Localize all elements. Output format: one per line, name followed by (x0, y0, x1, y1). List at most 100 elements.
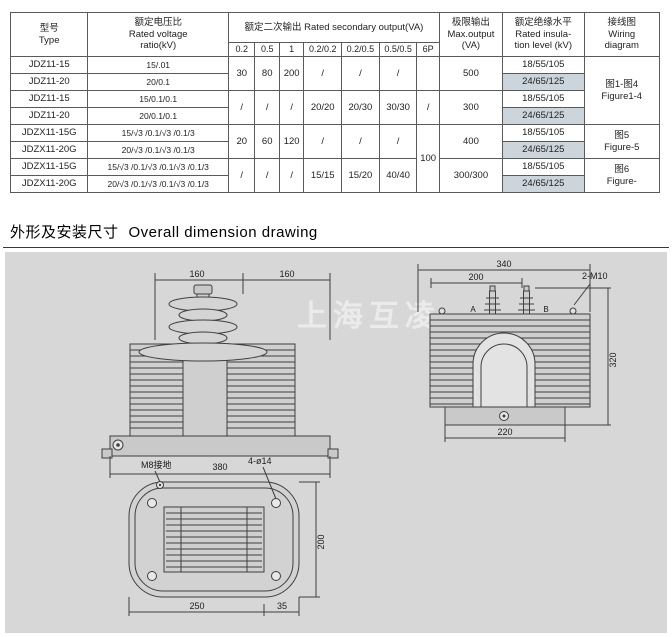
cell-insulation: 24/65/125 (502, 107, 585, 125)
cell-output-0202: 20/20 (303, 90, 343, 125)
side-dim-200: 200 (468, 272, 483, 282)
cell-output-0202: 15/15 (303, 158, 343, 193)
cell-type: JDZX11-20G (9, 175, 89, 193)
section-title-en: Overall dimension drawing (128, 224, 318, 241)
cell-insulation: 18/55/105 (502, 124, 585, 142)
cell-ratio: 20/0.1/0.1 (87, 107, 229, 125)
cell-output-02: 20 (227, 124, 256, 159)
cell-output-02: 30 (227, 56, 256, 91)
header-sub-0202: 0.2/0.2 (303, 42, 343, 57)
cell-output-0202: / (303, 124, 343, 159)
dimension-drawing-panel: 上海互凌 (5, 252, 667, 633)
table-row: JDZX11-20G 20/√3 /0.1/√3 /0.1/3 24/65/12… (9, 141, 660, 159)
cell-type: JDZX11-15G (9, 158, 89, 176)
cell-insulation: 24/65/125 (502, 141, 585, 159)
header-sub-1: 1 (278, 42, 305, 57)
cell-type: JDZ11-20 (9, 107, 89, 125)
cell-output-0205: / (341, 56, 380, 91)
cell-output-1: 200 (278, 56, 305, 91)
plan-view: M8接地 4-ø14 200 250 35 (128, 456, 326, 616)
cell-wiring: 图6 Figure- (583, 158, 661, 193)
cell-output-05: 60 (254, 124, 280, 159)
cell-output-0205: 20/30 (341, 90, 380, 125)
cell-type: JDZX11-20G (9, 141, 89, 159)
side-dim-320: 320 (608, 352, 618, 367)
cell-output-0205: 15/20 (341, 158, 380, 193)
side-view: 340 200 2-M10 A B 320 220 (417, 259, 618, 442)
table-row: JDZX11-15G 15/√3 /0.1/√3 /0.1/3 20 60 12… (9, 124, 661, 193)
table-row: JDZ11-15 15/.01 30 80 200 / / / 500 18/5… (9, 56, 661, 125)
table-row: JDZ11-15 15/0.1/0.1 / / / 20/20 20/30 30… (9, 90, 660, 125)
header-sub-05: 0.5 (254, 42, 280, 57)
front-view: 160 160 380 (101, 269, 339, 478)
cell-output-05: / (254, 90, 280, 125)
front-dim-380: 380 (212, 462, 227, 472)
cell-type: JDZ11-15 (9, 56, 89, 74)
cell-output-02: / (227, 90, 256, 125)
cell-output-0505: / (378, 124, 418, 159)
cell-insulation: 18/55/105 (502, 90, 585, 108)
header-sub-6p: 6P (416, 42, 440, 57)
cell-ratio: 15/.01 (87, 56, 229, 74)
watermark-text: 上海互凌 (297, 300, 441, 333)
side-dim-340: 340 (496, 259, 511, 269)
cell-insulation: 24/65/125 (502, 73, 585, 91)
cell-ratio: 15/√3 /0.1/√3 /0.1/√3 /0.1/3 (87, 158, 229, 176)
header-ratio: 额定电压比 Rated voltage ratio(kV) (87, 12, 229, 57)
front-dim-160-right: 160 (279, 269, 294, 279)
cell-max-output: 500 (438, 56, 504, 91)
cell-ratio: 20/0.1 (87, 73, 229, 91)
cell-output-0205: / (341, 124, 380, 159)
section-title-zh: 外形及安装尺寸 (10, 224, 119, 241)
header-wiring: 接线图 Wiring diagram (583, 12, 661, 57)
plan-dim-250: 250 (189, 601, 204, 611)
dimension-drawing: 上海互凌 (101, 259, 618, 616)
table-row: JDZX11-20G 20/√3 /0.1/√3 /0.1/√3 /0.1/3 … (9, 175, 660, 193)
side-bolt-label: 2-M10 (582, 271, 608, 281)
cell-ratio: 15/0.1/0.1 (87, 90, 229, 108)
cell-output-6p (416, 56, 440, 91)
cell-output-0505: / (378, 56, 418, 91)
cell-ratio: 15/√3 /0.1/√3 /0.1/3 (87, 124, 229, 142)
cell-insulation: 24/65/125 (502, 175, 585, 193)
cell-output-05: / (254, 158, 280, 193)
divider-line (3, 247, 669, 248)
cell-output-1: / (278, 158, 305, 193)
cell-output-6p: / (416, 90, 440, 125)
header-sub-0205: 0.2/0.5 (341, 42, 380, 57)
cell-insulation: 18/55/105 (502, 56, 585, 74)
table-row: JDZ11-20 20/0.1 24/65/125 (9, 73, 660, 91)
spec-table: 型号 Type 额定电压比 Rated voltage ratio(kV) 额定… (9, 12, 661, 193)
cell-wiring: 图5 Figure-5 (583, 124, 661, 159)
cell-type: JDZ11-15 (9, 90, 89, 108)
header-insulation: 额定绝缘水平 Rated insula- tion level (kV) (502, 12, 585, 57)
table-row: JDZX11-15G 15/√3 /0.1/√3 /0.1/√3 /0.1/3 … (9, 158, 661, 193)
cell-insulation: 18/55/105 (502, 158, 585, 176)
cell-output-0505: 40/40 (378, 158, 418, 193)
cell-type: JDZ11-20 (9, 73, 89, 91)
header-secondary-output: 额定二次输出 Rated secondary output(VA) (228, 12, 440, 43)
cell-output-02: / (227, 158, 256, 193)
header-max-output: 极限输出 Max.output (VA) (438, 12, 504, 57)
plan-dim-35: 35 (277, 601, 287, 611)
cell-type: JDZX11-15G (9, 124, 89, 142)
cell-wiring: 图1-图4 Figure1-4 (583, 56, 661, 125)
plan-holes-label: 4-ø14 (248, 456, 272, 466)
cell-output-0505: 30/30 (378, 90, 418, 125)
header-sub-0505: 0.5/0.5 (378, 42, 418, 57)
side-dim-220: 220 (497, 427, 512, 437)
cell-output-1: 120 (278, 124, 305, 159)
cell-max-output: 300 (438, 90, 504, 125)
cell-max-output: 400 (438, 124, 504, 159)
cell-ratio: 20/√3 /0.1/√3 /0.1/3 (87, 141, 229, 159)
front-dim-160-left: 160 (189, 269, 204, 279)
header-type: 型号 Type (9, 12, 89, 57)
terminal-a-label: A (470, 305, 476, 314)
section-title: 外形及安装尺寸 Overall dimension drawing (10, 221, 318, 242)
terminal-b-label: B (543, 305, 548, 314)
plan-ground-label: M8接地 (141, 459, 172, 470)
cell-output-1: / (278, 90, 305, 125)
cell-max-output: 300/300 (438, 158, 504, 193)
plan-dim-200: 200 (316, 534, 326, 549)
